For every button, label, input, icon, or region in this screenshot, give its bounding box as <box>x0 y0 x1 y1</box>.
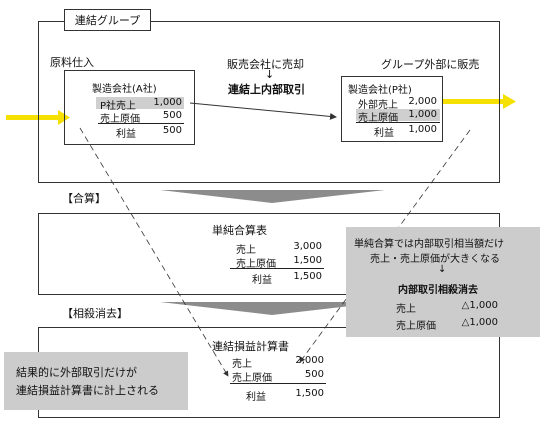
callout-value-1: △1,000 <box>461 317 498 328</box>
simple-label-1: 売上原価 <box>236 259 276 270</box>
down-arrow-small: ↓ <box>265 68 275 81</box>
down-chevron-2 <box>160 302 385 315</box>
callout-label-0: 売上 <box>396 304 416 315</box>
result-note-line1: 結果的に外部取引だけが <box>16 366 137 379</box>
company-a-underline <box>98 123 184 124</box>
group-title: 連結グループ <box>74 14 141 27</box>
external-sales-label: グループ外部に販売 <box>381 58 480 71</box>
company-p-label-1: 売上原価 <box>358 113 398 124</box>
company-a-value-2: 500 <box>162 125 182 136</box>
company-p-value-0: 2,000 <box>408 96 437 107</box>
company-a-label-0: P社売上 <box>100 101 137 112</box>
company-p-title: 製造会社(P社) <box>348 85 412 96</box>
group-title-tab: 連結グループ <box>64 9 151 31</box>
step-elimination-label: 【相殺消去】 <box>62 307 128 320</box>
simple-label-0: 売上 <box>236 245 256 256</box>
group-frame <box>38 21 500 183</box>
company-a-row-highlight <box>96 97 184 109</box>
step-sum-label: 【合算】 <box>62 192 106 205</box>
result-note-line2: 連結損益計算書に計上される <box>16 384 159 397</box>
internal-sale-arrow <box>189 102 337 120</box>
company-p-value-2: 1,000 <box>408 124 437 135</box>
consolidated-title: 連結損益計算書 <box>212 340 289 353</box>
sales-to-company-label: 販売会社に売却 <box>227 58 304 71</box>
callout-line1: 単純合算では内部取引相当額だけ <box>354 239 504 250</box>
simple-value-0: 3,000 <box>293 241 322 252</box>
simple-sum-title: 単純合算表 <box>212 224 267 237</box>
elimination-callout <box>346 227 540 337</box>
consolidated-value-2: 1,500 <box>295 388 324 399</box>
down-chevron-1 <box>160 190 385 203</box>
consolidated-value-0: 2,000 <box>295 355 324 366</box>
company-a-value-1: 500 <box>162 110 182 121</box>
simple-value-1: 1,500 <box>293 255 322 266</box>
company-a-title: 製造会社(A社) <box>92 84 157 95</box>
consolidated-internal-label: 連結上内部取引 <box>228 83 305 96</box>
company-a-box <box>64 70 195 145</box>
consolidated-label-2: 利益 <box>246 392 266 403</box>
callout-value-0: △1,000 <box>461 300 498 311</box>
simple-underline <box>230 268 324 269</box>
company-a-label-2: 利益 <box>116 129 136 140</box>
simple-value-2: 1,500 <box>293 271 322 282</box>
callout-heading: 内部取引相殺消去 <box>398 285 478 296</box>
consolidated-value-1: 500 <box>304 369 324 380</box>
callout-line2: 売上・売上原価が大きくなる <box>370 254 500 265</box>
company-p-label-0: 外部売上 <box>358 100 398 111</box>
callout-label-1: 売上原価 <box>396 321 436 332</box>
result-note <box>4 352 188 410</box>
callout-arrow: ↓ <box>438 264 447 275</box>
consolidated-label-1: 売上原価 <box>232 373 272 384</box>
company-p-underline <box>356 122 440 123</box>
consolidated-underline <box>230 383 326 384</box>
simple-label-2: 利益 <box>252 275 272 286</box>
company-p-label-2: 利益 <box>374 128 394 139</box>
consolidated-label-0: 売上 <box>232 359 252 370</box>
company-p-box <box>341 76 443 142</box>
company-a-label-1: 売上原価 <box>100 114 140 125</box>
company-a-value-0: 1,000 <box>153 97 182 108</box>
company-p-row-highlight <box>356 109 440 121</box>
raw-material-label: 原料仕入 <box>50 56 94 69</box>
company-p-value-1: 1,000 <box>408 109 437 120</box>
dashed-line-cost <box>79 127 229 377</box>
yellow-arrow-out <box>443 94 516 109</box>
